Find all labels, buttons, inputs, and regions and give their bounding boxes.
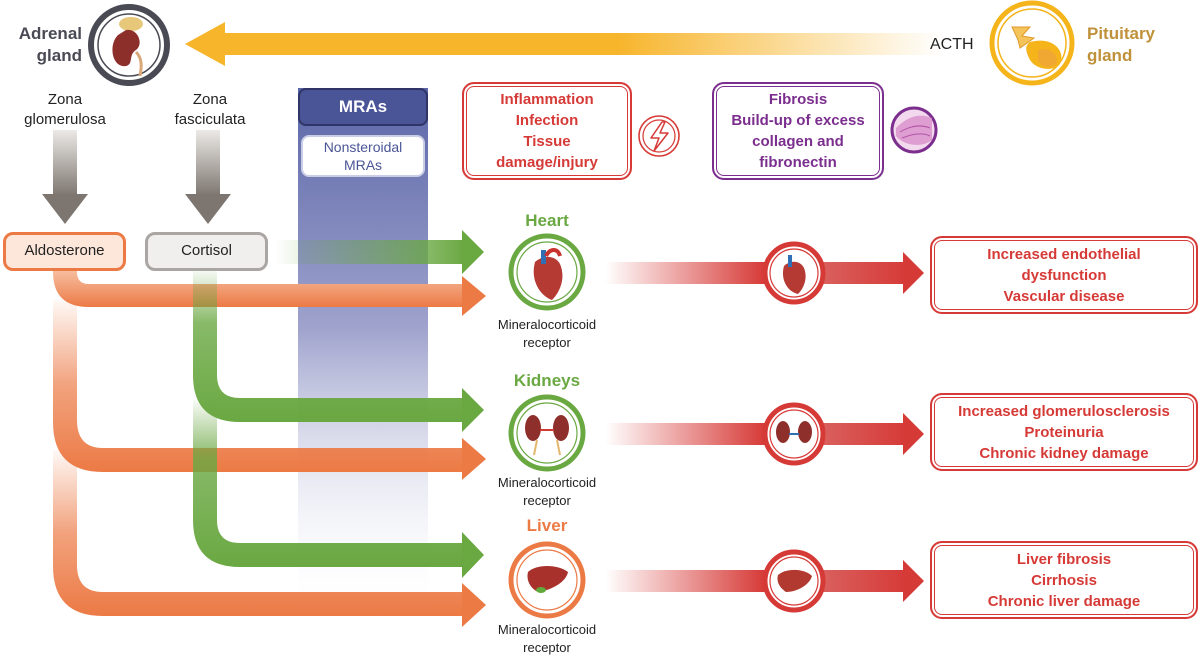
pituitary-gland-icon bbox=[989, 0, 1075, 86]
outcome-line: Cirrhosis bbox=[1031, 571, 1097, 589]
zona-glomerulosa-label: Zona glomerulosa bbox=[5, 90, 125, 130]
heart-outcome-box: Increased endothelial dysfunction Vascul… bbox=[930, 236, 1198, 314]
kidneys-damage-arrow bbox=[605, 413, 924, 455]
heart-receptor-label: Mineralocorticoid receptor bbox=[477, 316, 617, 352]
liver-title: Liver bbox=[526, 516, 568, 535]
nonsteroidal-line2: MRAs bbox=[343, 157, 383, 173]
aldosterone-box: Aldosterone bbox=[3, 232, 126, 271]
heart-damage-arrow bbox=[605, 252, 924, 294]
cortisol-to-kidneys-arrow bbox=[193, 270, 484, 432]
acth-label: ACTH bbox=[930, 36, 974, 53]
outcome-line: Chronic liver damage bbox=[987, 592, 1141, 610]
heart-receptor-icon bbox=[508, 233, 586, 311]
receptor-line1: Mineralocorticoid bbox=[497, 622, 597, 637]
buildup-line: Build-up of excess bbox=[731, 112, 865, 129]
fasciculata-down-arrow bbox=[185, 130, 231, 224]
receptor-line2: receptor bbox=[523, 335, 571, 350]
damage-injury-line: damage/injury bbox=[496, 154, 598, 171]
heart-title: Heart bbox=[525, 211, 569, 230]
zona-fasciculata-label: Zona fasciculata bbox=[155, 90, 265, 130]
kidneys-receptor-icon bbox=[508, 394, 586, 472]
cortisol-to-liver-arrow bbox=[193, 400, 484, 578]
mras-header: MRAs bbox=[298, 88, 428, 126]
liver-outcome-box: Liver fibrosis Cirrhosis Chronic liver d… bbox=[930, 541, 1198, 619]
receptor-line2: receptor bbox=[523, 640, 571, 655]
outcome-line: Increased endothelial bbox=[987, 245, 1141, 263]
adrenal-gland-icon bbox=[88, 4, 170, 86]
outcome-line: Increased glomerulosclerosis bbox=[958, 402, 1170, 420]
heart-damage-icon bbox=[762, 241, 826, 305]
infection-line: Infection bbox=[515, 112, 579, 129]
aldosterone-label: Aldosterone bbox=[24, 242, 105, 260]
outcome-line: Vascular disease bbox=[1003, 287, 1125, 305]
aldosterone-to-heart-arrow bbox=[53, 268, 486, 316]
kidneys-title: Kidneys bbox=[513, 371, 581, 390]
tissue-line: Tissue bbox=[523, 133, 571, 150]
inflammation-box: Inflammation Infection Tissue damage/inj… bbox=[462, 82, 632, 180]
outcome-line: Liver fibrosis bbox=[1016, 550, 1112, 568]
aldosterone-to-kidneys-arrow bbox=[53, 300, 486, 480]
liver-receptor-label: Mineralocorticoid receptor bbox=[477, 621, 617, 657]
receptor-line1: Mineralocorticoid bbox=[497, 475, 597, 490]
kidneys-outcome-box: Increased glomerulosclerosis Proteinuria… bbox=[930, 393, 1198, 471]
receptor-line1: Mineralocorticoid bbox=[497, 317, 597, 332]
fibronectin-line: fibronectin bbox=[759, 154, 837, 171]
aldosterone-to-liver-arrow bbox=[53, 450, 486, 627]
adrenal-gland-label: Adrenal gland bbox=[6, 23, 82, 67]
inflammation-line: Inflammation bbox=[500, 91, 594, 108]
fibrosis-line: Fibrosis bbox=[768, 91, 828, 108]
pituitary-label-line2: gland bbox=[1087, 46, 1133, 65]
lightning-icon bbox=[638, 115, 680, 157]
kidneys-receptor-label: Mineralocorticoid receptor bbox=[477, 474, 617, 510]
kidneys-damage-icon bbox=[762, 402, 826, 466]
cortisol-label: Cortisol bbox=[181, 242, 232, 260]
outcome-line: dysfunction bbox=[1021, 266, 1107, 284]
cortisol-to-heart-arrow bbox=[275, 230, 484, 274]
nonsteroidal-line1: Nonsteroidal bbox=[323, 139, 403, 155]
outcome-line: Proteinuria bbox=[1024, 423, 1104, 441]
pituitary-gland-label: Pituitary gland bbox=[1087, 23, 1155, 67]
liver-receptor-icon bbox=[508, 541, 586, 619]
cortisol-box: Cortisol bbox=[145, 232, 268, 271]
liver-damage-icon bbox=[762, 549, 826, 613]
adrenal-label-line2: gland bbox=[36, 46, 82, 65]
nonsteroidal-mras-box: Nonsteroidal MRAs bbox=[301, 135, 425, 177]
adrenal-label-line1: Adrenal bbox=[18, 24, 82, 43]
mras-title: MRAs bbox=[338, 97, 388, 117]
fibrosis-box: Fibrosis Build-up of excess collagen and… bbox=[712, 82, 884, 180]
zona-fasciculata-line2: fasciculata bbox=[174, 111, 246, 128]
liver-damage-arrow bbox=[605, 560, 924, 602]
zona-glomerulosa-line1: Zona bbox=[47, 91, 83, 108]
acth-arrow bbox=[185, 22, 942, 66]
outcome-line: Chronic kidney damage bbox=[979, 444, 1149, 462]
collagen-line: collagen and bbox=[752, 133, 844, 150]
pituitary-label-line1: Pituitary bbox=[1087, 24, 1156, 43]
zona-fasciculata-line1: Zona bbox=[192, 91, 228, 108]
receptor-line2: receptor bbox=[523, 493, 571, 508]
tissue-histology-icon bbox=[890, 106, 938, 154]
glomerulosa-down-arrow bbox=[42, 130, 88, 224]
zona-glomerulosa-line2: glomerulosa bbox=[24, 111, 106, 128]
